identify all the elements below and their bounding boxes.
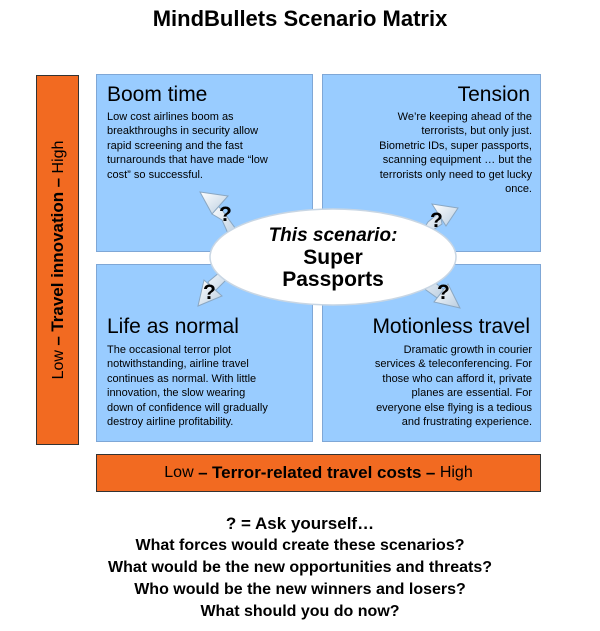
footer-questions: ? = Ask yourself… What forces would crea… (0, 513, 600, 623)
center-line-2: Super (303, 246, 363, 269)
quadrant-title: Motionless travel (372, 315, 530, 338)
question-mark-bottom-right: ? (437, 281, 450, 304)
quadrant-text: The occasional terror plot notwithstandi… (107, 344, 268, 429)
question-mark-top-left: ? (219, 203, 232, 226)
footer-heading: ? = Ask yourself… (225, 514, 375, 533)
quadrant-title: Life as normal (107, 315, 239, 338)
quadrant-text: We’re keeping ahead of the terrorists, b… (379, 111, 532, 196)
y-axis-bar: Low – Travel innovation – High (36, 75, 79, 445)
center-ellipse (209, 208, 457, 306)
center-line-3: Passports (282, 268, 384, 291)
quadrant-text: Low cost airlines boom as breakthroughs … (107, 111, 268, 181)
footer-question: What would be the new opportunities and … (108, 559, 492, 576)
question-mark-bottom-left: ? (203, 281, 216, 304)
footer-question: Who would be the new winners and losers? (134, 581, 466, 598)
footer-question: What should you do now? (200, 603, 400, 620)
x-axis-bar: Low – Terror-related travel costs – High (96, 454, 541, 492)
x-axis-dash: – (198, 463, 208, 482)
x-axis-high: High (439, 464, 473, 481)
question-mark-top-right: ? (430, 209, 443, 232)
arrow-top-left (199, 191, 239, 239)
x-axis-title: Terror-related travel costs (212, 463, 422, 482)
quadrant-text: Dramatic growth in courier services & te… (374, 344, 532, 429)
quadrant-title: Tension (457, 83, 530, 106)
x-axis-dash-2: – (425, 463, 436, 482)
center-scenario: This scenario: Super Passports (228, 225, 438, 291)
quadrant-title: Boom time (107, 83, 208, 106)
footer-question: What forces would create these scenarios… (135, 537, 465, 554)
x-axis-low: Low (164, 464, 194, 481)
page-title: MindBullets Scenario Matrix (152, 6, 448, 31)
center-line-1: This scenario: (268, 225, 398, 246)
